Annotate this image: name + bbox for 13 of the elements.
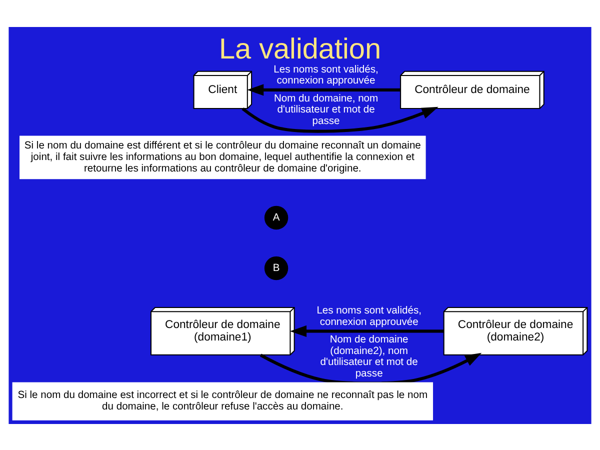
label: B [272,262,280,274]
label: Si le nom du domaine est différent et si le contrôleur du domaine reconnaît un domaine joint, il fait suivre les informations au bon domaine, lequel authentifie la connexion et retourne les informations au contrôleur de domaine d'origine. [24,140,421,174]
label: Si le nom du domaine est incorrect et si le contrôleur de domaine ne reconnaît pas le nom du domaine, le contrôleur refuse l'accès au domaine. [18,390,428,412]
edge-label: Nom de domaine (domaine2), nom d'utilisateur et mot de passe [320,334,418,380]
arrow [242,106,438,132]
edge-label: Les noms sont validés, connexion approuvée [316,305,422,328]
arrow [260,352,482,384]
label: A [272,212,280,223]
arrow [290,324,444,336]
arrow [247,84,400,96]
edge-label: Nom du domaine, nom d'utilisateur et mot de passe [274,92,378,126]
diagram-title: La validation [218,32,382,65]
edge-label: Les noms sont validés, connexion approuvée [274,64,378,86]
